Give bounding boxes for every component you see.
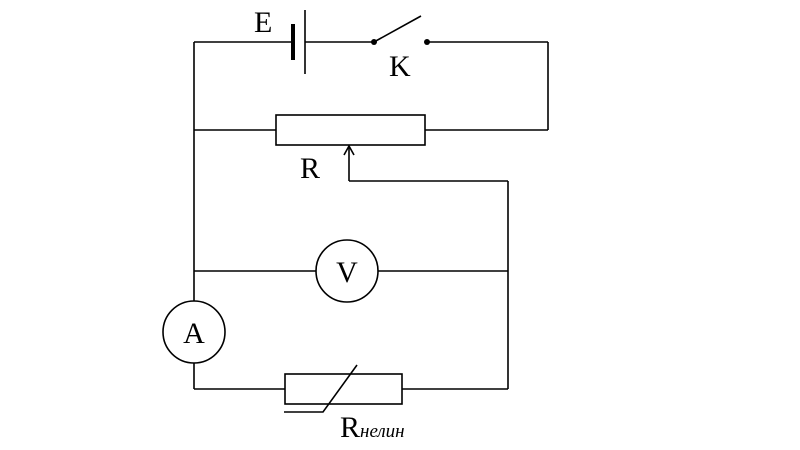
battery-label: E [254, 6, 272, 39]
battery-symbol [291, 10, 306, 74]
ammeter-label: A [183, 317, 205, 350]
switch-symbol [371, 15, 430, 45]
switch-label: K [389, 50, 411, 83]
nonlinear-label-main: R [340, 411, 360, 444]
nonlinear-resistor-label: Rнелин [340, 411, 405, 444]
voltmeter [315, 239, 379, 303]
top-branch-wires [194, 41, 549, 130]
ammeter [162, 300, 226, 364]
rheostat [275, 114, 426, 146]
nonlinear-resistor [284, 373, 403, 405]
rheostat-slider [343, 144, 508, 182]
voltmeter-label: V [336, 256, 358, 289]
rheostat-label: R [300, 152, 320, 185]
nonlinear-label-subscript: нелин [360, 421, 405, 442]
nonlinear-resistor-mark [284, 364, 358, 413]
